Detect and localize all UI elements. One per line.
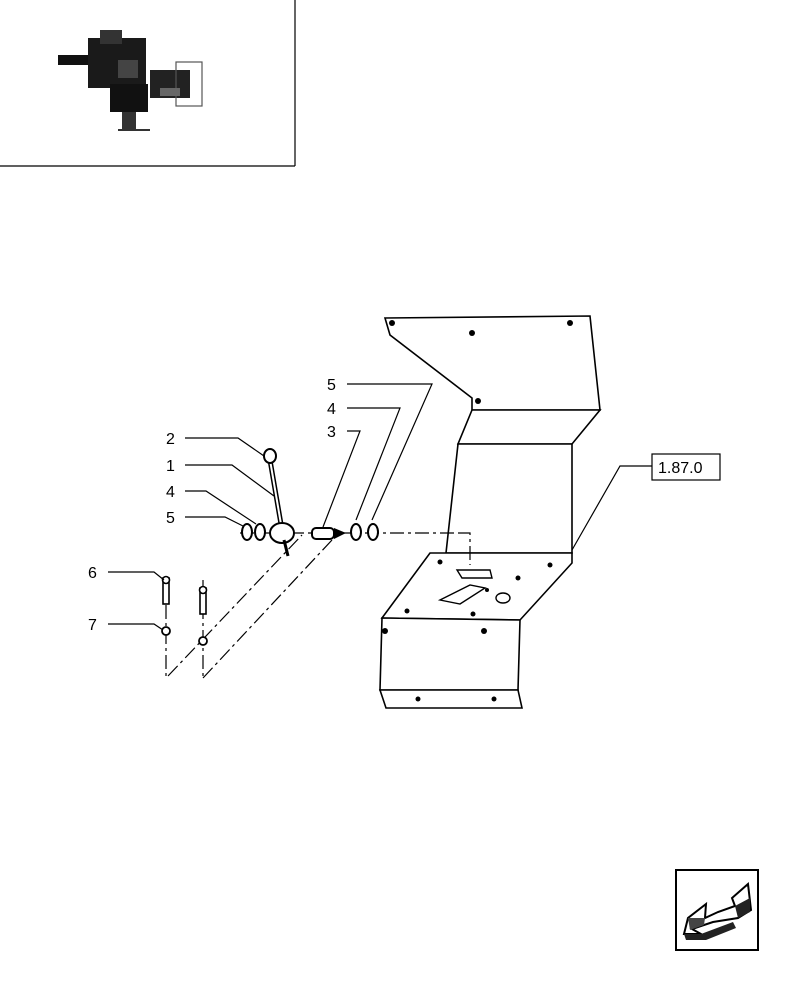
callout-4-top: 4 [327, 401, 336, 418]
shift-lever[interactable] [267, 459, 295, 557]
reference-link[interactable]: 1.87.0 [651, 453, 721, 481]
callout-6: 6 [88, 565, 97, 582]
bolt-6-left[interactable] [161, 575, 171, 605]
washer-5-left[interactable] [241, 523, 253, 541]
callout-4-left: 4 [166, 484, 175, 501]
callout-1: 1 [166, 458, 175, 475]
leader-lines [108, 383, 652, 631]
callout-5-left: 5 [166, 510, 175, 527]
mount-guide-line [458, 532, 471, 565]
washer-5-right[interactable] [367, 523, 379, 541]
callout-7: 7 [88, 617, 97, 634]
callout-2: 2 [166, 431, 175, 448]
bolt-6-right[interactable] [198, 585, 208, 615]
washer-4-right[interactable] [350, 523, 362, 541]
washer-4-left[interactable] [254, 523, 266, 541]
bolt-guide-line-a [167, 534, 303, 677]
bolt-guide-line-b [202, 539, 333, 679]
back-navigation-button[interactable] [675, 869, 759, 951]
nut-7-right[interactable] [198, 636, 208, 646]
thumbnail-view[interactable] [0, 0, 296, 167]
nut-7-left[interactable] [161, 626, 171, 636]
bracket-panel [378, 315, 602, 709]
reference-label: 1.87.0 [658, 460, 703, 477]
lever-knob[interactable] [263, 448, 277, 464]
thumbnail-machine-image [58, 30, 203, 131]
back-arrow-icon [682, 881, 753, 940]
callout-5-top: 5 [327, 377, 336, 394]
callout-3: 3 [327, 424, 336, 441]
pivot-pin[interactable] [311, 527, 346, 540]
